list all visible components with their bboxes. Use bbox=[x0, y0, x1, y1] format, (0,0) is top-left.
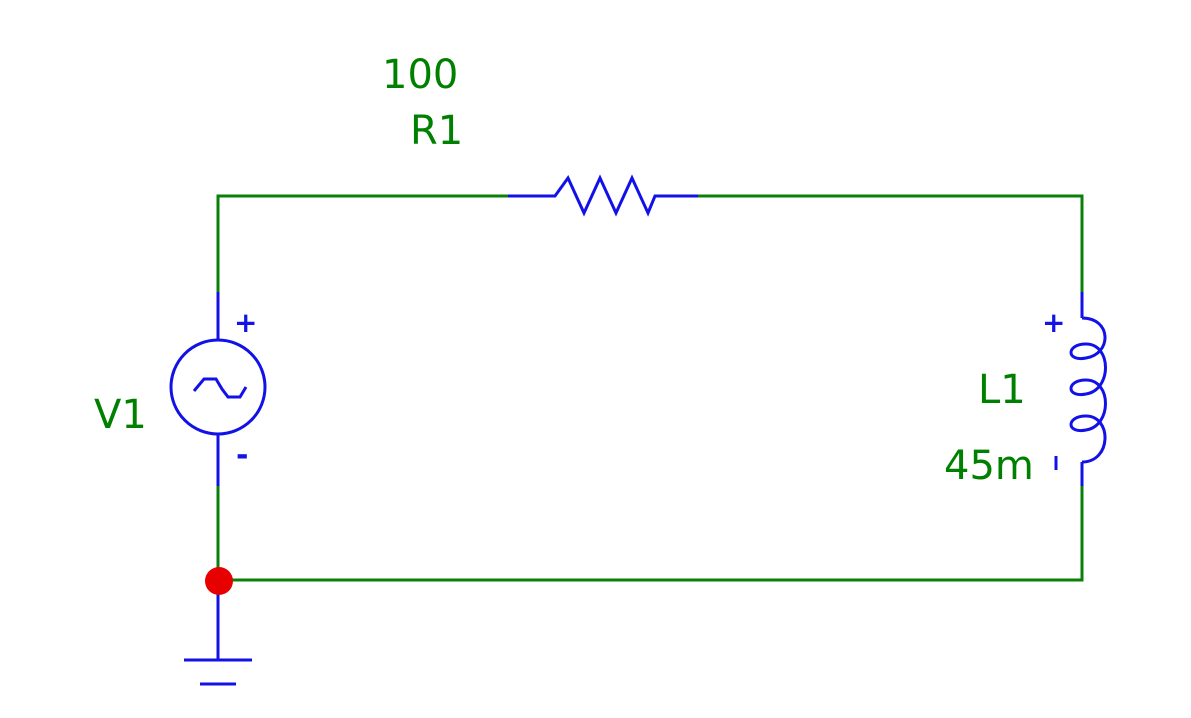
inductor-name-label: L1 bbox=[978, 367, 1026, 413]
wire-top-right[interactable] bbox=[698, 194, 1084, 292]
wires bbox=[216, 194, 1084, 582]
resistor-symbol bbox=[508, 174, 698, 217]
wire-top-left[interactable] bbox=[216, 194, 508, 292]
voltage-source-v1[interactable]: + - V1 bbox=[94, 292, 267, 486]
resistor-r1[interactable]: 100 R1 bbox=[382, 52, 698, 217]
junction-dot[interactable] bbox=[205, 567, 233, 595]
wire-bottom[interactable] bbox=[216, 486, 1084, 582]
source-minus-sign: - bbox=[236, 438, 248, 473]
source-plus-sign: + bbox=[234, 306, 257, 339]
inductor-value-label: 45m bbox=[944, 443, 1034, 489]
resistor-value-label: 100 bbox=[382, 52, 458, 98]
ac-voltage-source-icon bbox=[169, 338, 267, 436]
sine-wave-icon bbox=[192, 377, 248, 399]
inductor-coil-icon bbox=[1069, 316, 1107, 464]
source-name-label: V1 bbox=[94, 392, 147, 438]
inductor-l1[interactable]: + L1 45m bbox=[944, 292, 1107, 489]
ground[interactable] bbox=[184, 580, 252, 686]
resistor-name-label: R1 bbox=[410, 108, 463, 154]
inductor-plus-sign: + bbox=[1042, 306, 1065, 339]
